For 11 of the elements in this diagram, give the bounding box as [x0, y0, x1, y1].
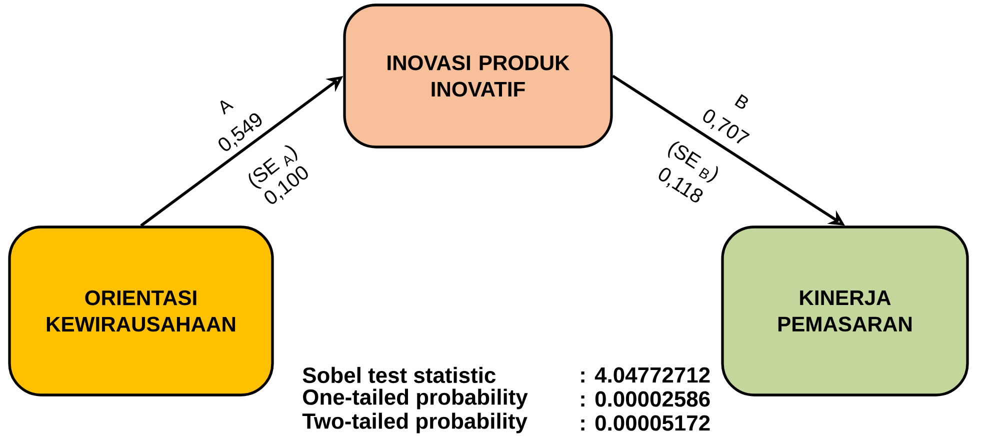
edge-label: B: [734, 94, 748, 109]
concept-box: INOVASI PRODUK INOVATIF: [343, 4, 613, 148]
statistic-label: Sobel test statistic: [302, 366, 496, 384]
concept-box: ORIENTASI KEWIRAUSAHAAN: [8, 226, 274, 396]
concept-box: KINERJA PEMASARAN: [721, 226, 969, 396]
statistic-label: Two-tailed probability: [302, 412, 528, 434]
statistic-label: One-tailed probability: [303, 388, 528, 410]
edge-label: A: [220, 100, 234, 115]
statistic-label: : 0.00002586: [581, 391, 710, 407]
statistic-label: : 0.00005172: [581, 415, 710, 431]
coefficient-label: 0,707: [703, 109, 750, 144]
